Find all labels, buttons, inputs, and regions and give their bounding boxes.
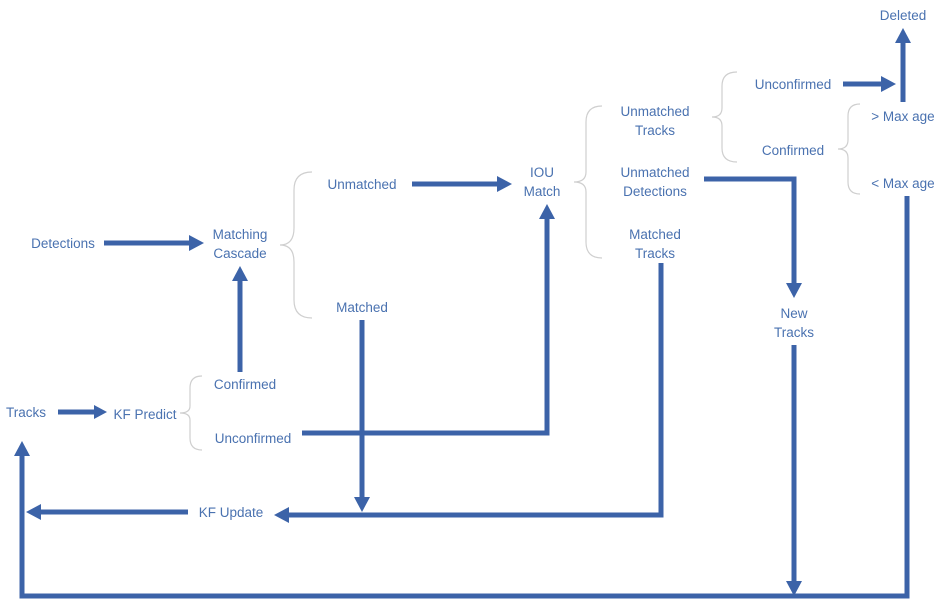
node-unmatched-detections-line1: Unmatched (620, 165, 689, 180)
node-iou-match-line1: IOU (530, 165, 554, 180)
arrow-max-age-to-deleted (895, 28, 911, 102)
node-confirmed-top: Confirmed (762, 143, 824, 158)
arrow-kf-update-to-tracks-row (26, 504, 188, 520)
arrow-unmatched-to-iou (412, 176, 512, 192)
node-unmatched: Unmatched (327, 177, 396, 192)
node-lt-max-age: < Max age (871, 176, 934, 191)
node-matched-tracks-line1: Matched (629, 227, 681, 242)
node-iou-match-line2: Match (524, 184, 561, 199)
node-new-tracks-line1: New (780, 306, 807, 321)
brace-iou-match (573, 105, 603, 259)
node-matching-cascade-line2: Cascade (213, 246, 266, 261)
arrow-unmatched-detections-to-new-tracks (704, 176, 802, 298)
brace-matching-cascade (279, 171, 313, 319)
brace-kf-predict (179, 375, 203, 451)
node-matched-tracks-line2: Tracks (635, 246, 675, 261)
node-unmatched-tracks-line2: Tracks (635, 123, 675, 138)
node-detections: Detections (31, 236, 95, 251)
arrow-confirmed-to-cascade (232, 266, 248, 372)
arrow-unconfirmed-to-deleted (843, 76, 896, 92)
arrow-matched-to-kf-update (354, 320, 370, 512)
arrow-loop-back-to-tracks (14, 196, 910, 599)
brace-unmatched-tracks (711, 71, 738, 163)
node-confirmed: Confirmed (214, 377, 276, 392)
node-gt-max-age: > Max age (871, 109, 934, 124)
arrow-unconfirmed-to-iou (302, 204, 555, 436)
arrow-detections-to-cascade (104, 235, 204, 251)
node-kf-update: KF Update (199, 505, 264, 520)
arrow-tracks-to-kf-predict (58, 405, 107, 419)
node-unconfirmed: Unconfirmed (215, 431, 292, 446)
arrow-matched-tracks-to-kf-update (274, 263, 664, 523)
node-unmatched-tracks-line1: Unmatched (620, 104, 689, 119)
arrow-new-tracks-down (786, 345, 802, 596)
node-deleted: Deleted (880, 8, 927, 23)
node-matched: Matched (336, 300, 388, 315)
node-kf-predict: KF Predict (113, 407, 176, 422)
node-matching-cascade-line1: Matching (213, 227, 268, 242)
node-unmatched-detections-line2: Detections (623, 184, 687, 199)
node-unconfirmed-top: Unconfirmed (755, 77, 832, 92)
node-new-tracks-line2: Tracks (774, 325, 814, 340)
node-tracks: Tracks (6, 405, 46, 420)
brace-confirmed-top (837, 103, 861, 195)
